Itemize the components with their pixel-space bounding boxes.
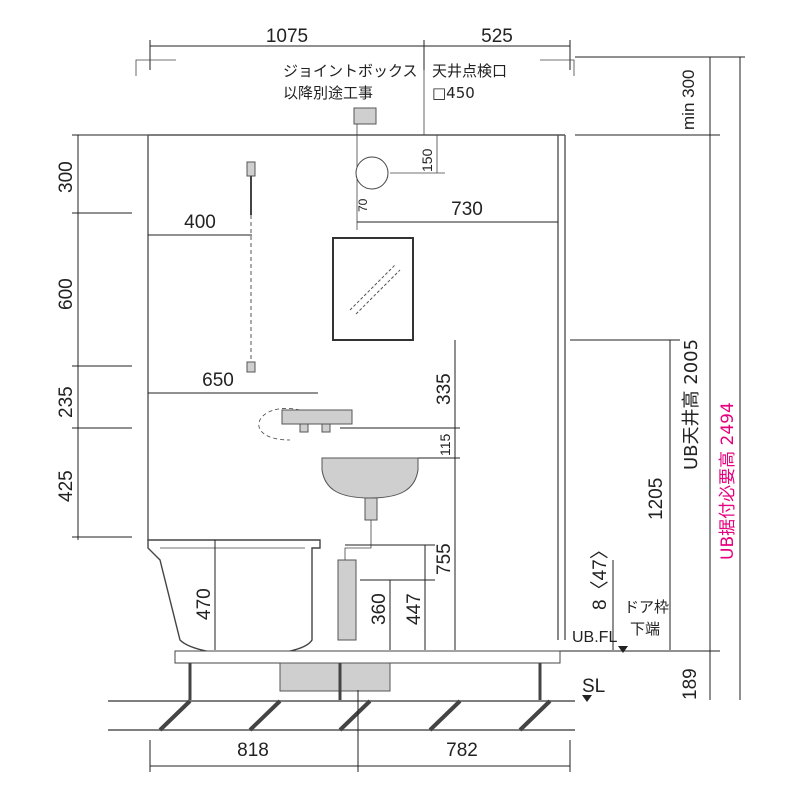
- joint-box-note-1: ジョイントボックス: [283, 62, 418, 80]
- dim-470: 470: [194, 588, 215, 620]
- dim-335: 335: [434, 373, 455, 405]
- apron-panel: [337, 559, 357, 641]
- shower-hose-curve: [258, 408, 301, 441]
- ub-ceiling-height-label: UB天井高 2005: [681, 339, 702, 470]
- basin-trap-pipe: [344, 520, 372, 560]
- dim-525: 525: [481, 26, 513, 47]
- mirror-reflection-1: [349, 264, 396, 311]
- floor-pan: [174, 650, 561, 664]
- dim-1075: 1075: [266, 26, 308, 47]
- dim-235: 235: [56, 386, 77, 418]
- dim-818: 818: [237, 740, 269, 761]
- dim-650: 650: [202, 370, 234, 391]
- ventilation-fan: [355, 156, 389, 190]
- slab-hatching: [158, 699, 552, 732]
- dim-300: 300: [56, 161, 77, 193]
- door-frame-note-1: ドア枠: [624, 598, 669, 616]
- min-300-label: min 300: [679, 70, 698, 130]
- shower-head: [246, 161, 256, 177]
- sl-label: SL: [582, 676, 605, 697]
- dim-782: 782: [446, 740, 478, 761]
- dim-447: 447: [404, 593, 425, 625]
- dim-1205: 1205: [646, 478, 667, 520]
- dim-425: 425: [56, 470, 77, 502]
- ub-fl-label: UB.FL: [572, 629, 617, 646]
- ceiling-hatch-note-1: 天井点検口: [432, 62, 507, 80]
- faucet-knob-1: [299, 423, 309, 433]
- bracket-left: [135, 59, 176, 76]
- basin-drain: [364, 497, 378, 521]
- ub-fl-marker: [618, 646, 628, 653]
- dim-755: 755: [434, 543, 455, 575]
- dim-360: 360: [369, 593, 390, 625]
- ub-required-height-label: UB据付必要高 2494: [718, 402, 738, 560]
- mirror: [332, 237, 414, 341]
- door-frame-note-2: 下端: [630, 620, 660, 638]
- dim-8-47: 8〈47〉: [589, 540, 611, 610]
- wash-basin: [321, 457, 419, 499]
- joint-box-note-2: 以降別途工事: [283, 84, 373, 102]
- dim-150: 150: [419, 148, 435, 172]
- ceiling-hatch-note-2: □450: [432, 84, 475, 102]
- dim-189: 189: [680, 668, 701, 700]
- dim-115: 115: [437, 433, 453, 456]
- dim-400: 400: [184, 212, 216, 233]
- faucet-knob-2: [321, 423, 331, 433]
- drain-trap: [279, 662, 391, 692]
- bathtub: [147, 539, 321, 656]
- faucet-body: [281, 409, 353, 425]
- dim-70: 70: [356, 198, 370, 212]
- dim-600: 600: [56, 278, 77, 310]
- shower-bracket: [246, 361, 256, 373]
- sl-marker: [582, 695, 592, 702]
- mirror-reflection-2: [355, 269, 401, 315]
- joint-box: [353, 107, 377, 125]
- bracket-right: [540, 59, 575, 76]
- dim-730: 730: [451, 199, 483, 220]
